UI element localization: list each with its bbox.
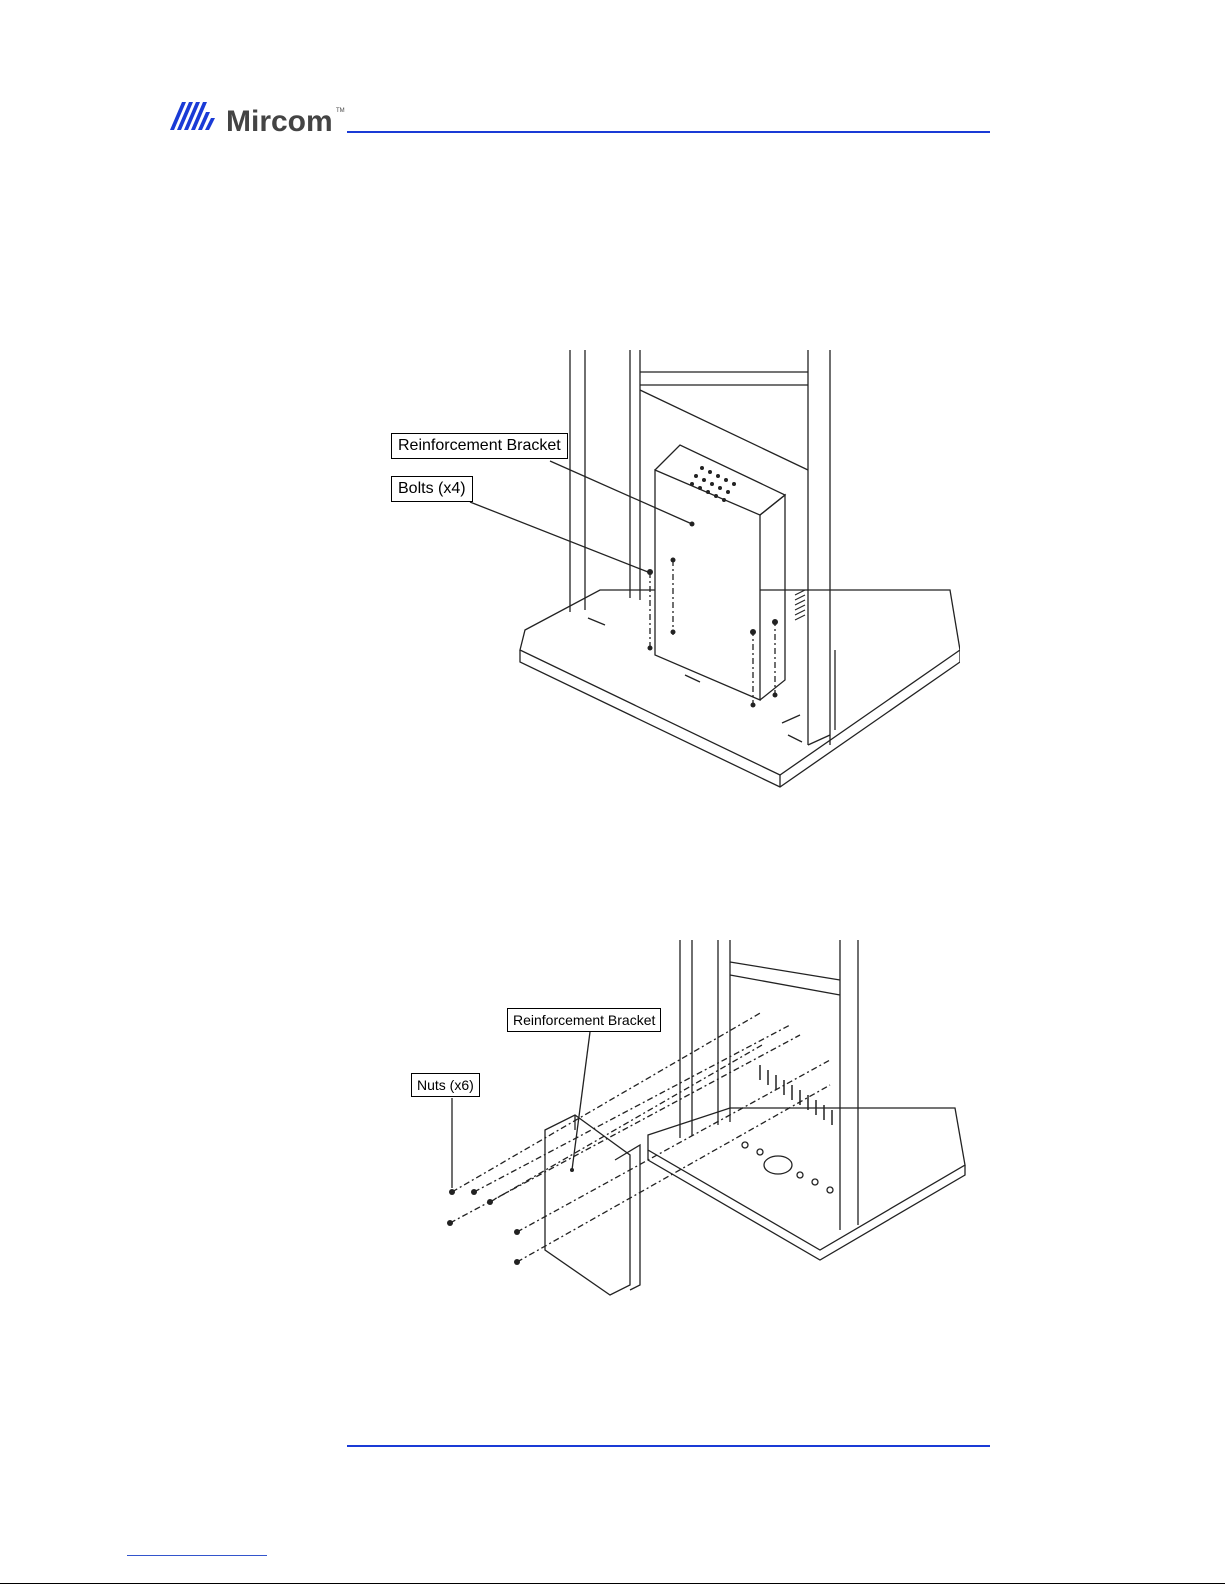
footer-link-underline: [127, 1555, 267, 1556]
callout-reinforcement-bracket: Reinforcement Bracket: [507, 1008, 661, 1032]
footer-rule: [347, 1445, 990, 1447]
figure1-drawing: [330, 350, 960, 800]
mircom-stripes-icon: [170, 102, 215, 130]
callout-nuts: Nuts (x6): [411, 1073, 480, 1097]
callout-bolts: Bolts (x4): [391, 476, 473, 502]
brand-name: Mircom: [226, 105, 333, 138]
header-rule: [347, 131, 990, 133]
mircom-logo: Mircom TM: [168, 98, 348, 138]
figure-bracket-nuts: Reinforcement Bracket Nuts (x6): [400, 940, 970, 1310]
callout-reinforcement-bracket: Reinforcement Bracket: [391, 433, 568, 459]
figure2-drawing: [400, 940, 970, 1310]
brand-trademark: TM: [336, 108, 345, 114]
figure-bracket-bolts: Reinforcement Bracket Bolts (x4): [330, 350, 960, 800]
page-bottom-border: [0, 1583, 1225, 1584]
